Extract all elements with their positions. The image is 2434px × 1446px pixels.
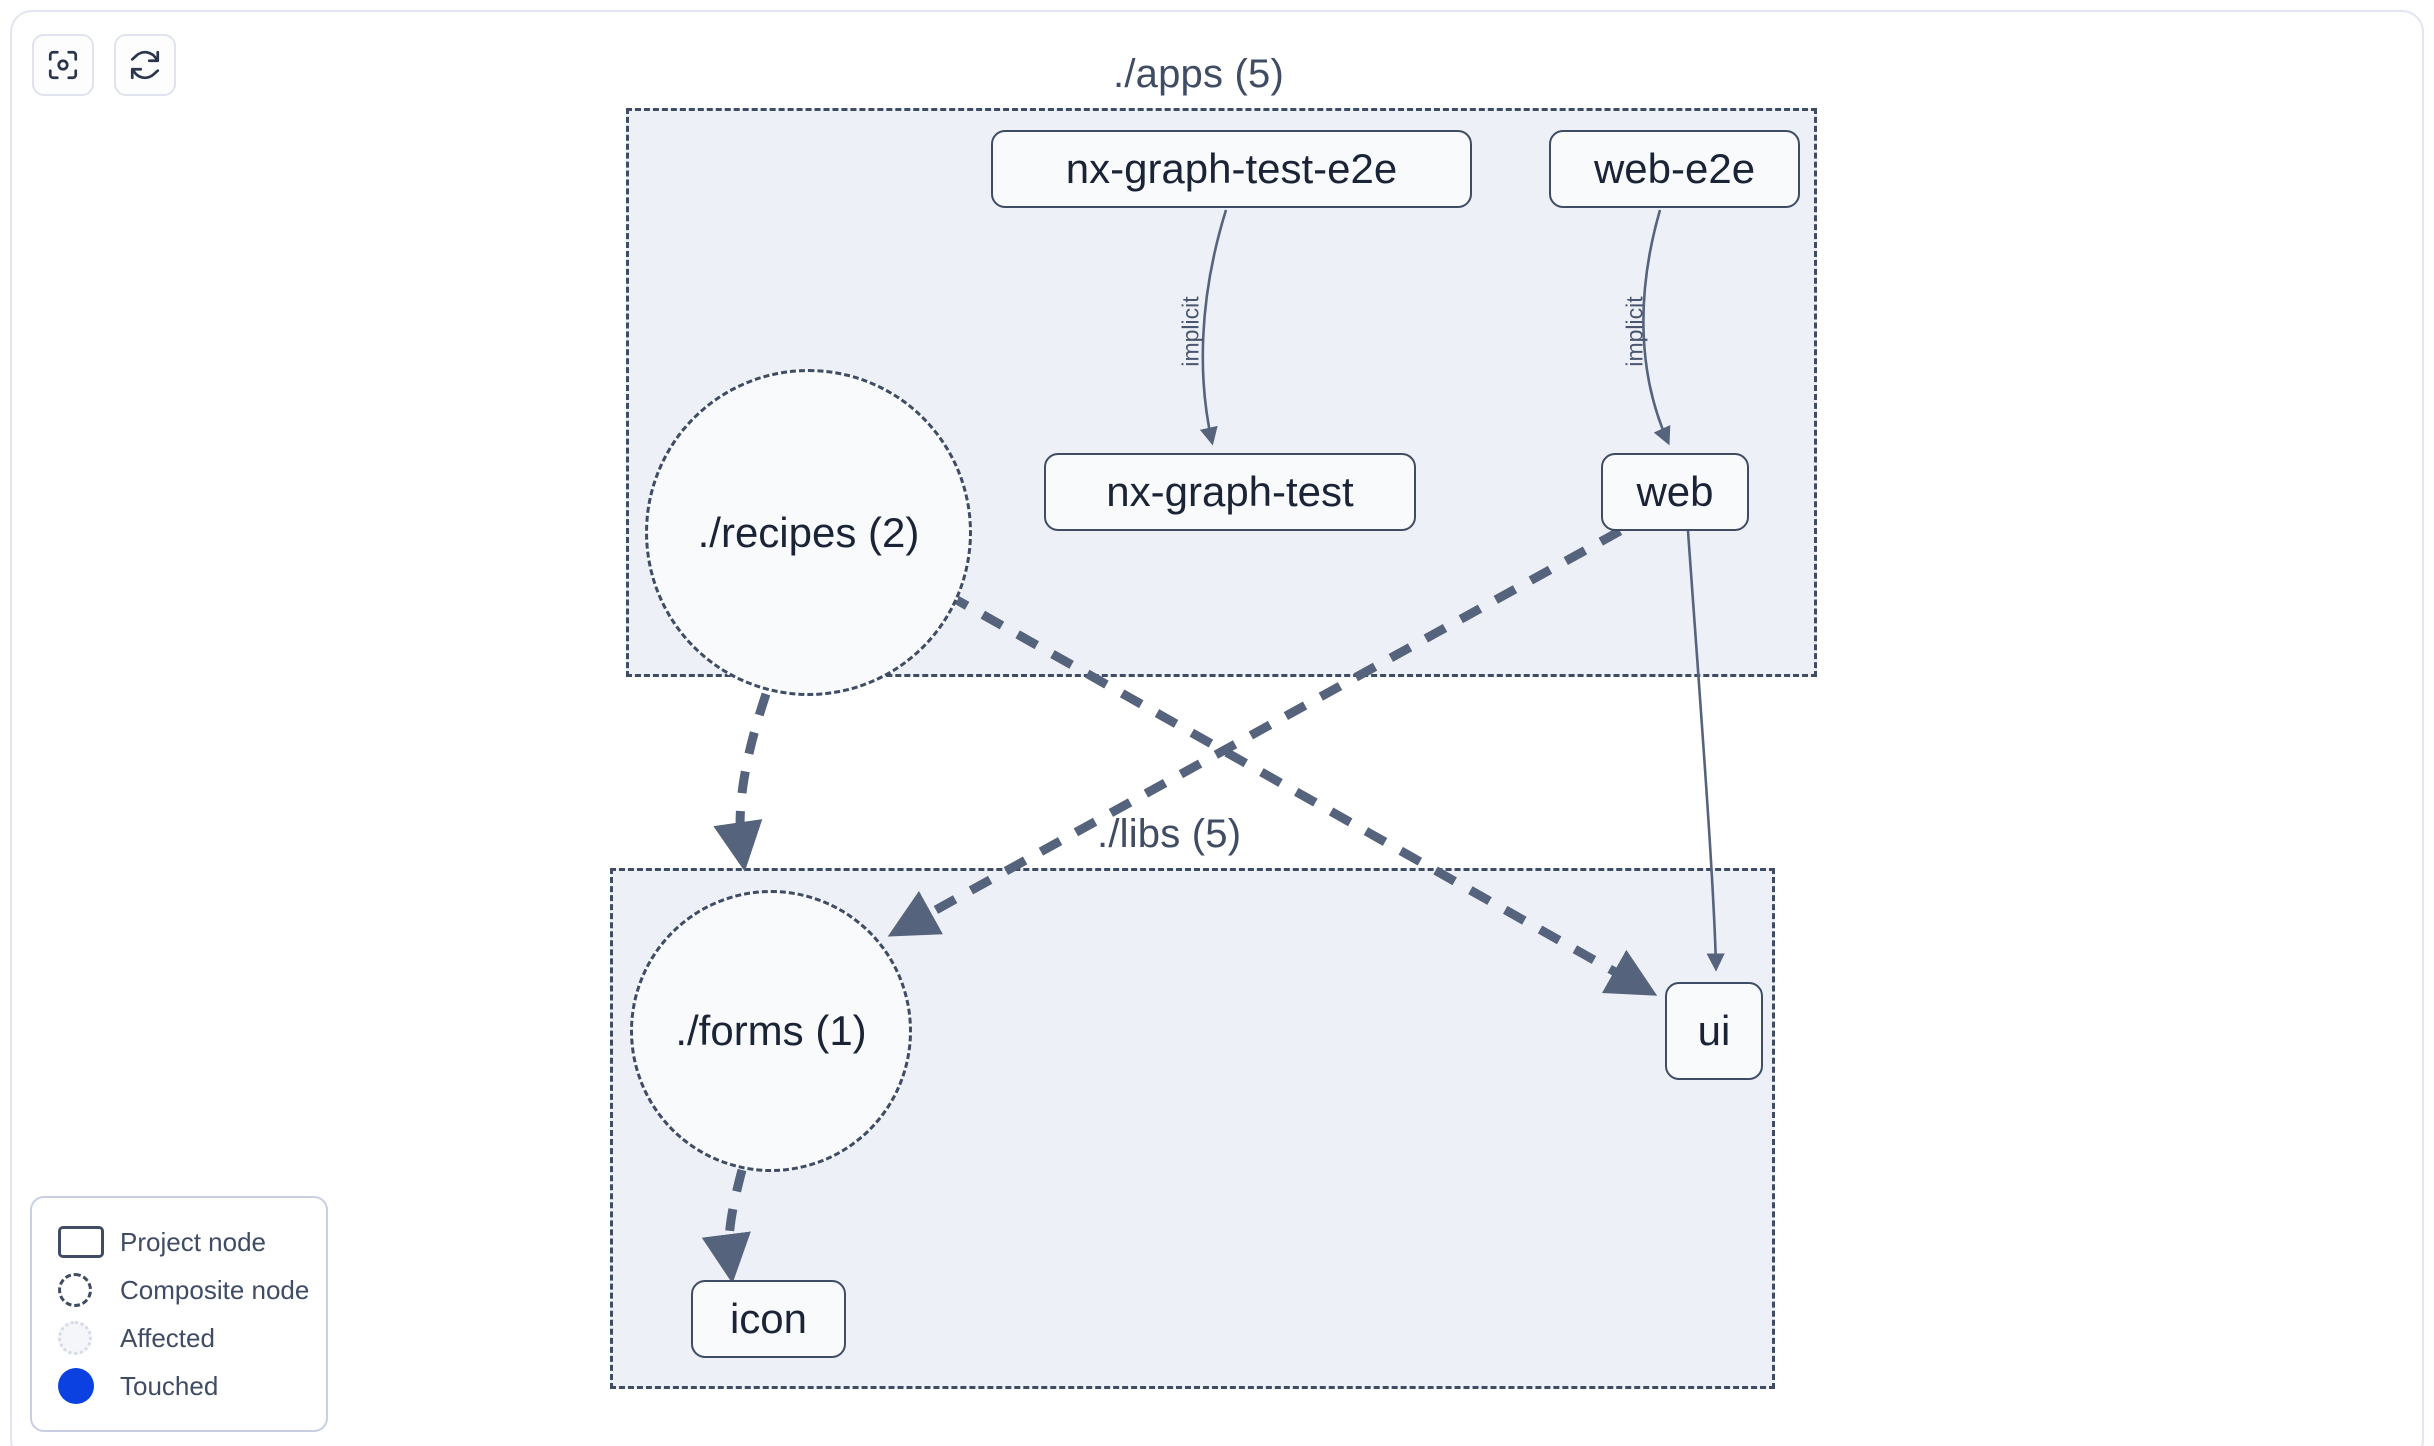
edge-label-implicit-nx-graph-test: implicit — [1177, 296, 1204, 367]
node-label: ui — [1697, 1007, 1731, 1054]
group-label-libs: ./libs (5) — [1097, 812, 1242, 856]
legend-item-touched: Touched — [58, 1362, 304, 1410]
node-forms[interactable]: ./forms (1) — [630, 890, 912, 1172]
node-web[interactable]: web — [1601, 453, 1749, 531]
edge-recipes-to-forms — [713, 692, 771, 872]
graph-legend: Project node Composite node Affected Tou… — [30, 1196, 328, 1432]
node-nx-graph-test[interactable]: nx-graph-test — [1044, 453, 1416, 531]
node-web-e2e[interactable]: web-e2e — [1549, 130, 1800, 208]
legend-label: Touched — [120, 1370, 219, 1401]
node-label: nx-graph-test-e2e — [1065, 145, 1398, 192]
project-node-swatch — [58, 1226, 110, 1258]
node-ui[interactable]: ui — [1665, 982, 1763, 1080]
legend-item-affected: Affected — [58, 1314, 304, 1362]
group-label-apps: ./apps (5) — [1113, 52, 1284, 96]
node-label: web-e2e — [1593, 145, 1756, 192]
focus-target-icon — [46, 48, 80, 82]
focus-graph-button[interactable] — [32, 34, 94, 96]
graph-toolbar — [32, 34, 176, 96]
legend-label: Affected — [120, 1322, 215, 1353]
node-nx-graph-test-e2e[interactable]: nx-graph-test-e2e — [991, 130, 1472, 208]
node-label: ./forms (1) — [675, 1007, 867, 1054]
node-label: ./recipes (2) — [697, 508, 920, 556]
legend-item-project-node: Project node — [58, 1218, 304, 1266]
node-recipes[interactable]: ./recipes (2) — [645, 369, 972, 696]
refresh-graph-button[interactable] — [114, 34, 176, 96]
node-label: web — [1636, 468, 1714, 515]
node-label: nx-graph-test — [1106, 468, 1354, 515]
affected-swatch — [58, 1321, 110, 1355]
legend-item-composite-node: Composite node — [58, 1266, 309, 1314]
edge-label-implicit-web: implicit — [1621, 296, 1648, 367]
node-label: icon — [729, 1295, 808, 1342]
composite-node-swatch — [58, 1273, 110, 1307]
refresh-icon — [128, 48, 162, 82]
legend-label: Project node — [120, 1226, 266, 1257]
touched-swatch — [58, 1368, 110, 1404]
node-icon[interactable]: icon — [691, 1280, 846, 1358]
legend-label: Composite node — [120, 1274, 310, 1305]
